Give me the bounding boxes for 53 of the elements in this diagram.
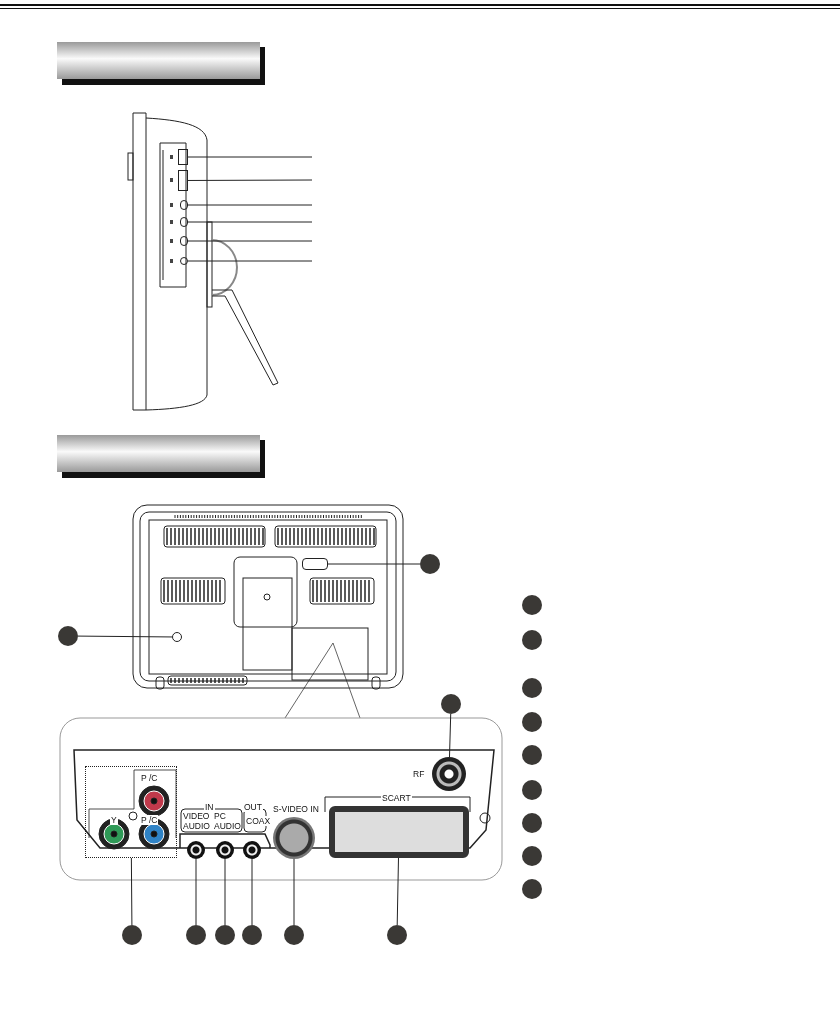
callout-circle [522,712,542,732]
leader-line [449,713,452,758]
callout-circle [522,595,542,615]
leader-line [224,858,226,926]
port-label: VIDEO AUDIO [182,811,211,831]
leader-line [251,858,253,926]
callout-circle [387,925,407,945]
leader-line [130,857,133,926]
card-slot [178,149,188,165]
port-label: SCART [381,793,412,803]
port-label: RF [412,769,426,779]
port-label: S-VIDEO IN [272,804,320,814]
scart-port [329,806,469,858]
callout-circle [522,879,542,899]
leader-line [187,179,313,181]
callout-circle [522,678,542,698]
group-label: IN [204,802,215,812]
callout-circle [441,694,461,714]
vga-port [302,558,328,570]
leader-line [187,221,313,223]
callout-circle [522,745,542,765]
callout-circle [284,925,304,945]
callout-circle [522,780,542,800]
coax-jack [243,841,261,859]
group-label: OUT [243,802,263,812]
port-label: Y [110,815,118,825]
callout-circle [215,925,235,945]
port-label: P /C [140,815,159,825]
audio-jack [187,841,205,859]
leader-line [327,563,421,565]
callout-circle [420,554,440,574]
port-label: COAX [245,816,272,826]
leader-line [396,857,399,926]
leader-line [187,260,313,262]
callout-circle [242,925,262,945]
callout-circle [186,925,206,945]
leader-line [187,204,313,206]
callout-circle [122,925,142,945]
leader-line [195,858,197,926]
rf-connector [432,757,466,791]
leader-line [293,858,295,926]
callout-circle [58,626,78,646]
audio-jack [216,841,234,859]
callout-circle [522,630,542,650]
leader-line [77,635,173,638]
leader-line [187,240,313,242]
port-label: P /C [140,773,159,783]
leader-line [187,156,313,158]
callout-circle [522,813,542,833]
port-label: PC AUDIO [213,811,242,831]
s-video-port [273,817,315,859]
card-slot [178,170,188,191]
callout-circle [522,846,542,866]
